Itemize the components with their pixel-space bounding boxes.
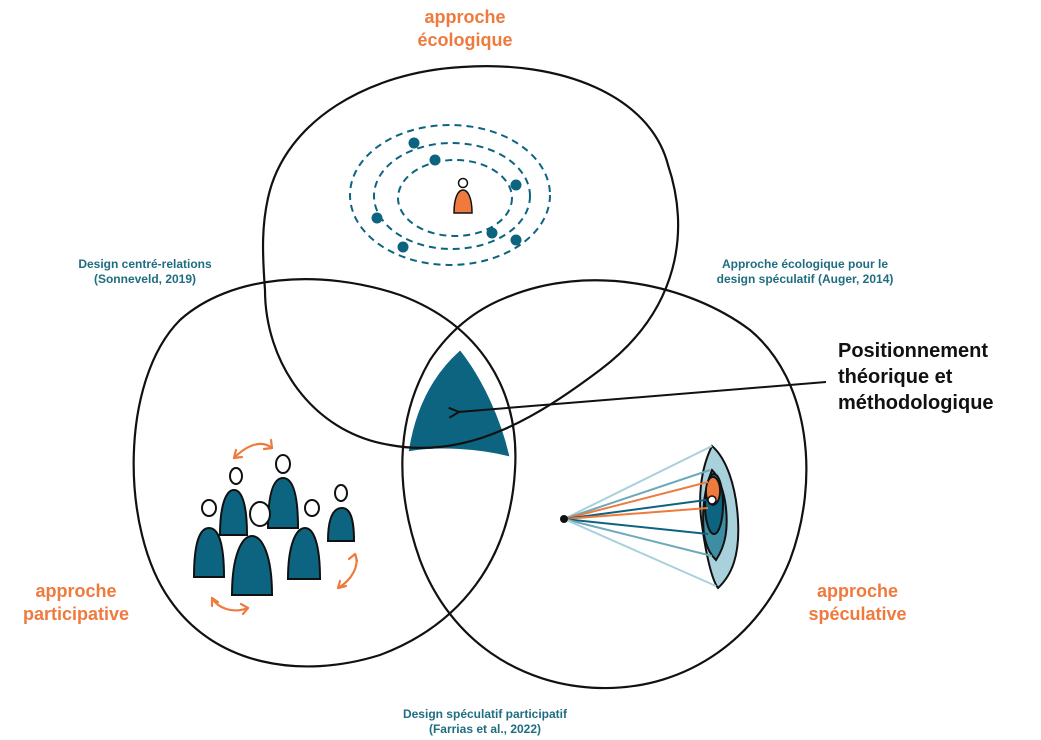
speculative-circle [401, 279, 808, 690]
label-relation-centered-design: Design centré-relations (Sonneveld, 2019… [78, 257, 212, 286]
participative-circle [132, 278, 517, 668]
positioning-arrow [448, 381, 827, 419]
label-speculative-approach: approche spéculative [808, 581, 907, 624]
exchange-arrows-icon [210, 438, 359, 616]
futures-cone-icon [560, 444, 740, 590]
label-participatory-speculative: Design spéculatif participatif (Farrias … [402, 707, 568, 736]
center-intersection [408, 350, 510, 457]
ecological-circle [261, 65, 680, 450]
label-participative-approach: approche participative [22, 581, 130, 624]
orbit-dots-icon [371, 137, 522, 253]
people-group-icon [192, 454, 356, 596]
ecological-orbits-icon [349, 124, 551, 266]
person-icon-center [453, 177, 473, 214]
label-ecological-speculative: Approche écologique pour le design spécu… [716, 257, 894, 286]
label-ecological-approach: approche écologique [417, 7, 513, 50]
label-positioning: Positionnement théorique et méthodologiq… [838, 340, 994, 414]
